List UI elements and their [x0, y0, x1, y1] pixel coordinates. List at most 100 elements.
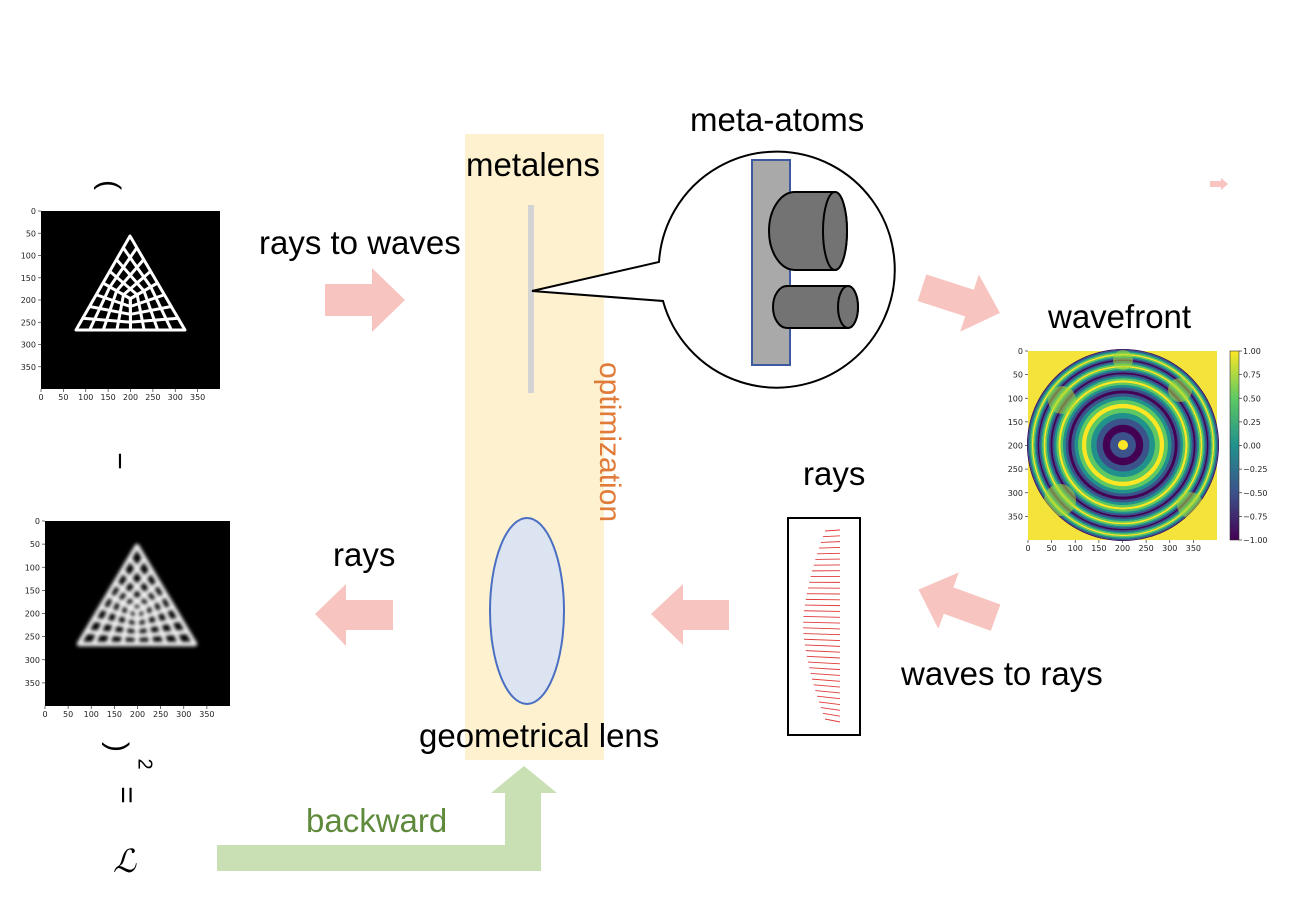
ray-line	[820, 707, 841, 711]
lattice-line	[142, 290, 160, 331]
loss-symbol: ℒ	[113, 842, 137, 880]
x-tick-label: 0	[1025, 544, 1030, 553]
y-tick-label: 300	[21, 341, 36, 350]
wavefront-ring	[1052, 374, 1194, 516]
ray-line	[824, 718, 841, 723]
y-tick-label: 100	[25, 563, 40, 572]
y-tick-label: 250	[21, 318, 36, 327]
lattice-line	[100, 605, 138, 622]
optimization-label: optimization	[593, 362, 626, 523]
meta-atom-cylinder-small	[772, 285, 859, 329]
wavefront-ring	[1074, 396, 1172, 494]
wavefront-ring	[1096, 418, 1150, 472]
y-tick-label: 200	[25, 610, 40, 619]
colorbar-tick-label: 0.25	[1243, 418, 1261, 427]
x-tick-label: 0	[42, 710, 47, 719]
x-tick-label: 50	[63, 710, 73, 719]
lattice-line	[93, 617, 138, 630]
ray-line	[818, 547, 841, 549]
ray-line	[824, 529, 841, 532]
wavefront-ring	[1050, 372, 1196, 518]
lattice-line	[108, 270, 139, 296]
arrow-to-wavefront	[917, 274, 1000, 332]
ray-line	[803, 616, 841, 618]
y-tick-label: 150	[1008, 418, 1023, 427]
ray-line	[803, 627, 841, 630]
ray-line	[803, 633, 841, 636]
ray-line	[822, 535, 841, 538]
lattice-line	[95, 293, 131, 308]
ray-line	[806, 655, 841, 659]
y-tick-label: 350	[1008, 512, 1023, 521]
wavefront-ring	[1086, 408, 1160, 482]
y-tick-label: 150	[21, 274, 36, 283]
y-tick-label: 350	[21, 363, 36, 372]
x-tick-label: 150	[107, 710, 122, 719]
lattice-line	[122, 270, 152, 296]
ray-line	[804, 610, 841, 612]
colorbar-tick-label: −0.50	[1243, 489, 1268, 498]
y-tick-label: 200	[1008, 442, 1023, 451]
x-tick-label: 100	[78, 393, 93, 402]
lattice-line	[120, 569, 154, 605]
ray-line	[804, 644, 841, 647]
x-tick-label: 200	[1115, 544, 1130, 553]
rays-to-waves-label: rays to waves	[259, 224, 461, 261]
loss-exponent: 2	[133, 758, 156, 770]
y-tick-label: 250	[1008, 465, 1023, 474]
ray-line	[817, 552, 841, 555]
wavefront-ring	[1071, 393, 1175, 497]
loss-close-paren: )	[101, 742, 134, 752]
lattice-line	[115, 294, 125, 331]
metalens-label: metalens	[466, 146, 600, 183]
x-tick-label: 200	[123, 393, 138, 402]
ray-line	[810, 672, 841, 676]
backward-label: backward	[306, 802, 448, 839]
loss-equals: =	[109, 786, 143, 804]
y-tick-label: 350	[25, 679, 40, 688]
x-tick-label: 200	[130, 710, 145, 719]
arrow-rays-to-output	[315, 584, 393, 646]
ray-line	[818, 701, 841, 705]
lattice-line	[89, 305, 131, 316]
x-tick-label: 100	[84, 710, 99, 719]
ray-line	[815, 690, 841, 694]
x-tick-label: 150	[1091, 544, 1106, 553]
ray-line	[807, 661, 841, 665]
geometrical-lens-label: geometrical lens	[419, 717, 660, 754]
lattice-line	[106, 593, 139, 614]
wavefront-ring	[1078, 400, 1168, 490]
wavefront-ring	[1060, 382, 1186, 508]
lattice-line	[136, 605, 174, 622]
arrow-rays-to-waves	[325, 268, 405, 332]
arrow-backward	[217, 766, 557, 871]
x-tick-label: 350	[199, 710, 214, 719]
colorbar-tick-label: −0.25	[1243, 465, 1268, 474]
wavefront-blotch	[1113, 350, 1133, 370]
wavefront-center	[1118, 440, 1128, 450]
small-arrow-top-right	[1210, 178, 1228, 190]
meta-atom-cylinder-large	[768, 191, 848, 271]
ray-line	[804, 638, 841, 641]
lattice-line	[115, 258, 145, 292]
wavefront-ring	[1054, 376, 1192, 514]
waves-to-rays-label: waves to rays	[901, 655, 1103, 692]
wavefront-ring	[1058, 380, 1188, 510]
ray-line	[813, 684, 841, 688]
lattice-line	[128, 581, 161, 609]
wavefront-ring	[1056, 378, 1190, 512]
lattice-line	[102, 281, 132, 300]
rays-left-label: rays	[333, 536, 396, 573]
meta-atoms-label: meta-atoms	[690, 101, 865, 138]
wavefront-blotch	[1044, 484, 1076, 516]
lattice-line	[135, 294, 146, 331]
wavefront-ring	[1102, 424, 1144, 466]
wavefront-blotch	[1048, 386, 1076, 414]
wavefront-ring	[1081, 403, 1165, 487]
loss-open-paren: (	[93, 180, 126, 190]
ray-line	[803, 621, 841, 624]
wavefront-label: wavefront	[1048, 298, 1192, 335]
colorbar-tick-label: 1.00	[1243, 347, 1261, 356]
